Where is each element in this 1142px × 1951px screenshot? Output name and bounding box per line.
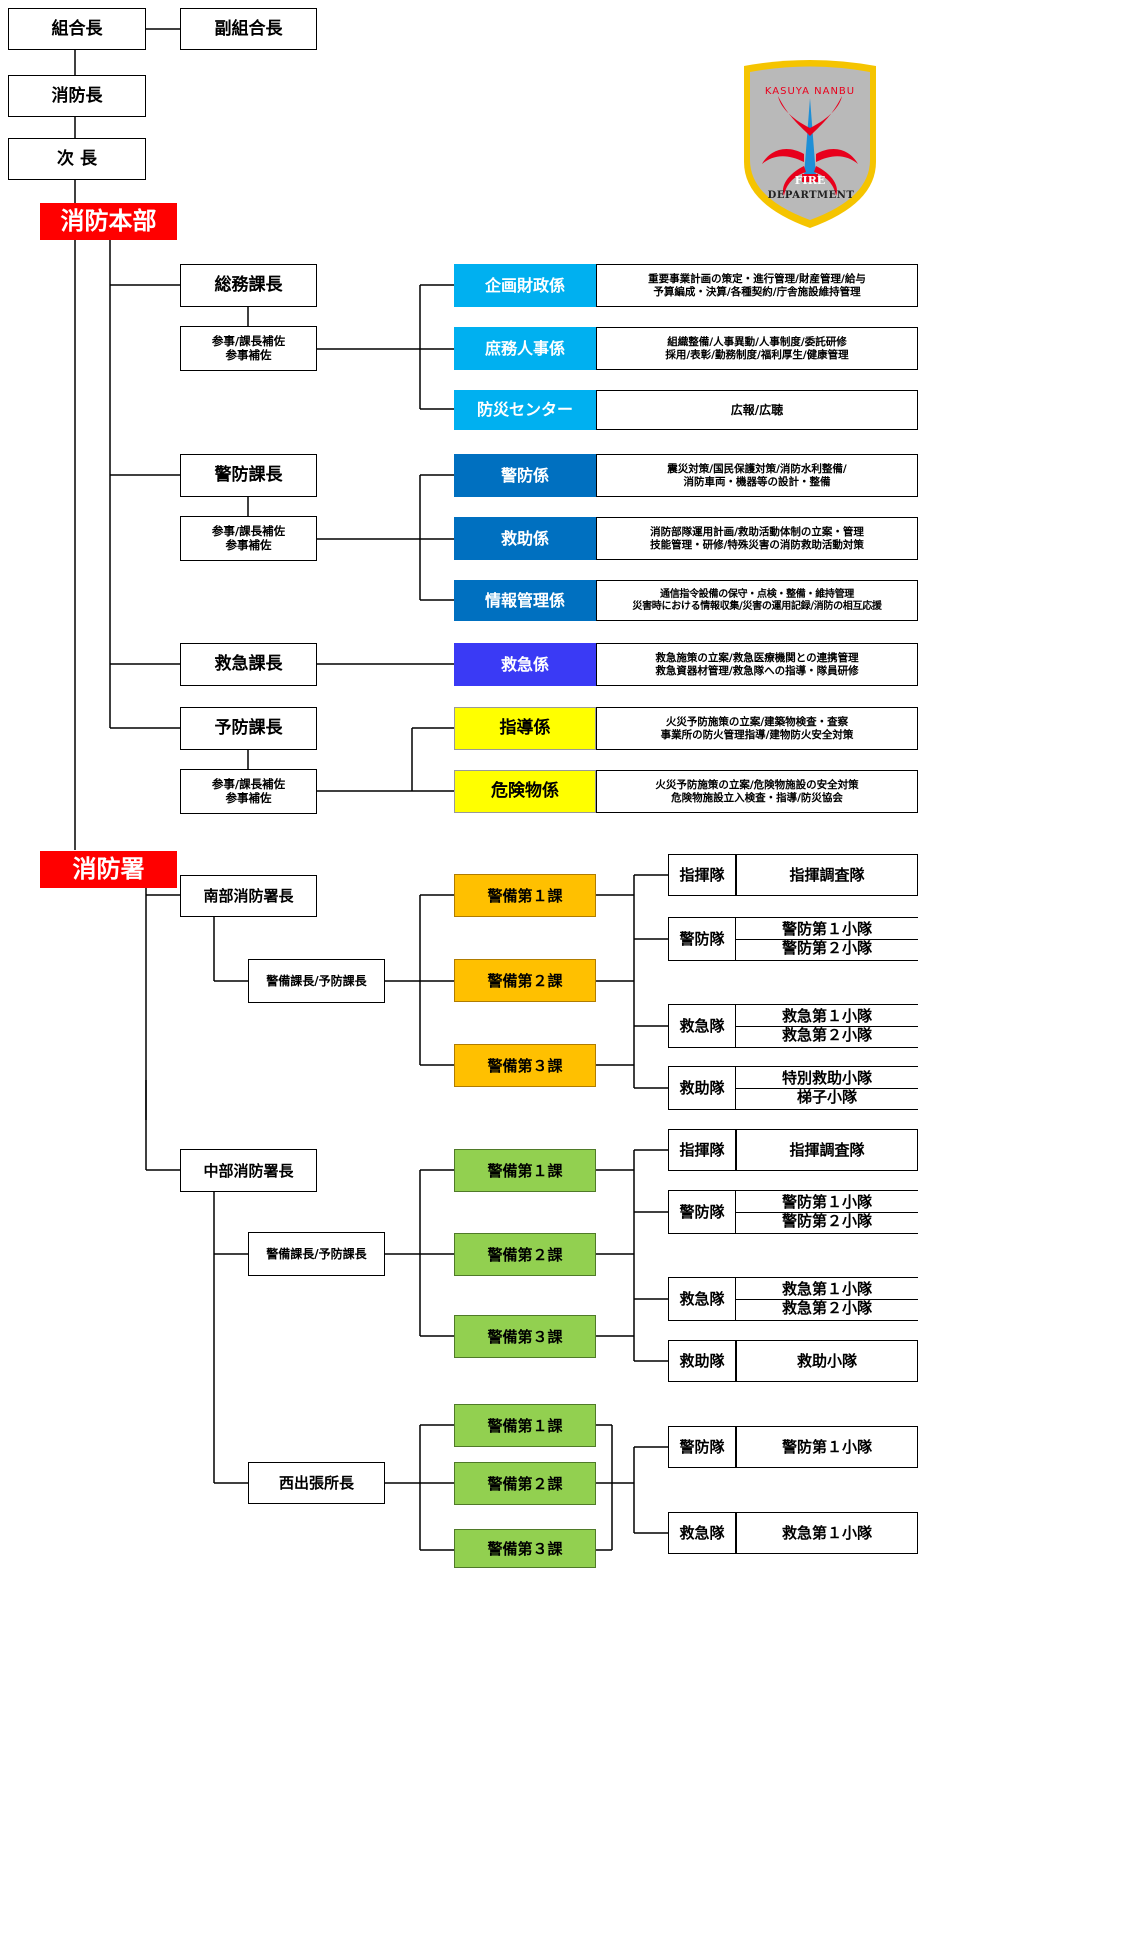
nishi-section-1: 警備第１課 bbox=[454, 1404, 596, 1447]
top-chain-links bbox=[74, 50, 76, 203]
chubu-kyukyu-units: 救急第１小隊 救急第２小隊 bbox=[736, 1277, 918, 1321]
chubu-unit-kyujo: 救助小隊 bbox=[736, 1340, 918, 1382]
shobo-honbu-header: 消防本部 bbox=[40, 203, 177, 240]
chubu-kyukyu-unit-2: 救急第２小隊 bbox=[781, 1298, 872, 1317]
nanbu-keibo-units: 警防第１小隊 警防第２小隊 bbox=[736, 917, 918, 961]
nanbu-keibo-unit-2: 警防第２小隊 bbox=[781, 938, 872, 957]
somu-assist-box: 参事/課長補佐 参事補佐 bbox=[180, 326, 317, 371]
yobo-assist-box: 参事/課長補佐 参事補佐 bbox=[180, 769, 317, 814]
nishi-section-3: 警備第３課 bbox=[454, 1529, 596, 1568]
somu-chief-box: 総務課長 bbox=[180, 264, 317, 307]
nanbu-kyujo-unit-1: 特別救助小隊 bbox=[736, 1070, 918, 1089]
connector-lines bbox=[74, 28, 668, 1551]
nanbu-kyukyu-unit-1: 救急第１小隊 bbox=[736, 1008, 918, 1027]
kumiaicho-box: 組合長 bbox=[8, 8, 146, 50]
chubu-squad-kyujo: 救助隊 bbox=[668, 1340, 736, 1382]
chubu-section-3: 警備第３課 bbox=[454, 1315, 596, 1358]
nishi-chief-box: 西出張所長 bbox=[248, 1462, 385, 1504]
shobocho-box: 消防長 bbox=[8, 75, 146, 117]
kyukyu-unit: 救急係 bbox=[454, 643, 596, 686]
chubu-keibo-units: 警防第１小隊 警防第２小隊 bbox=[736, 1190, 918, 1234]
nishi-section-2: 警備第２課 bbox=[454, 1462, 596, 1505]
kikenbutsu-unit: 危険物係 bbox=[454, 770, 596, 813]
joho-kanri-unit: 情報管理係 bbox=[454, 580, 596, 621]
jicho-box: 次 長 bbox=[8, 138, 146, 180]
shido-unit: 指導係 bbox=[454, 707, 596, 750]
shomu-jinji-unit: 庶務人事係 bbox=[454, 327, 596, 370]
kyukyu-chief-box: 救急課長 bbox=[180, 643, 317, 686]
nanbu-keibo-unit-1: 警防第１小隊 bbox=[736, 921, 918, 940]
kikaku-zaisei-unit: 企画財政係 bbox=[454, 264, 596, 307]
emblem-middle-text: FIRE bbox=[794, 174, 826, 187]
nishi-unit-keibo-1: 警防第１小隊 bbox=[736, 1426, 918, 1468]
nanbu-section-3: 警備第３課 bbox=[454, 1044, 596, 1087]
chubu-keibo-unit-1: 警防第１小隊 bbox=[736, 1194, 918, 1213]
chubu-chief-box: 中部消防署長 bbox=[180, 1149, 317, 1192]
chubu-squad-kyukyu: 救急隊 bbox=[668, 1277, 736, 1321]
chubu-keibo-unit-2: 警防第２小隊 bbox=[781, 1211, 872, 1230]
nishi-squad-kyukyu: 救急隊 bbox=[668, 1512, 736, 1554]
kikaku-zaisei-duties: 重要事業計画の策定・進行管理/財産管理/給与 予算編成・決算/各種契約/庁舎施設… bbox=[596, 264, 918, 307]
joho-kanri-duties: 通信指令設備の保守・点検・整備・維持管理 災害時における情報収集/災害の運用記録… bbox=[596, 580, 918, 621]
nanbu-chief-box: 南部消防署長 bbox=[180, 875, 317, 917]
keibo-chief-box: 警防課長 bbox=[180, 454, 317, 497]
bosai-center-duties: 広報/広聴 bbox=[596, 390, 918, 430]
chubu-deputy-box: 警備課長/予防課長 bbox=[248, 1232, 385, 1276]
nanbu-kyujo-units: 特別救助小隊 梯子小隊 bbox=[736, 1066, 918, 1110]
shobosho-header: 消防署 bbox=[40, 851, 177, 888]
nanbu-squad-kyukyu: 救急隊 bbox=[668, 1004, 736, 1048]
keibo-assist-box: 参事/課長補佐 参事補佐 bbox=[180, 516, 317, 561]
shomu-jinji-duties: 組織整備/人事異動/人事制度/委託研修 採用/表彰/勤務制度/福利厚生/健康管理 bbox=[596, 327, 918, 370]
bosai-center-unit: 防災センター bbox=[454, 390, 596, 430]
emblem-bottom-text: DEPARTMENT bbox=[767, 190, 855, 201]
nanbu-section-1: 警備第１課 bbox=[454, 874, 596, 917]
nanbu-kyujo-unit-2: 梯子小隊 bbox=[796, 1087, 857, 1106]
kyujo-duties: 消防部隊運用計画/救助活動体制の立案・管理 技能管理・研修/特殊災害の消防救助活… bbox=[596, 517, 918, 560]
kyujo-unit: 救助係 bbox=[454, 517, 596, 560]
fuku-kumiaicho-box: 副組合長 bbox=[180, 8, 317, 50]
nishi-squad-keibo: 警防隊 bbox=[668, 1426, 736, 1468]
chubu-squad-keibo: 警防隊 bbox=[668, 1190, 736, 1234]
chubu-unit-shiki-chosa: 指揮調査隊 bbox=[736, 1129, 918, 1171]
chubu-section-2: 警備第２課 bbox=[454, 1233, 596, 1276]
nanbu-unit-shiki-chosa: 指揮調査隊 bbox=[736, 854, 918, 896]
nanbu-section-2: 警備第２課 bbox=[454, 959, 596, 1002]
chubu-squad-shiki: 指揮隊 bbox=[668, 1129, 736, 1171]
nanbu-squad-kyujo: 救助隊 bbox=[668, 1066, 736, 1110]
fire-department-emblem bbox=[744, 60, 876, 228]
keibo-unit: 警防係 bbox=[454, 454, 596, 497]
nishi-unit-kyukyu-1: 救急第１小隊 bbox=[736, 1512, 918, 1554]
chubu-kyukyu-unit-1: 救急第１小隊 bbox=[736, 1281, 918, 1300]
nanbu-squad-keibo: 警防隊 bbox=[668, 917, 736, 961]
nanbu-deputy-box: 警備課長/予防課長 bbox=[248, 959, 385, 1003]
yobo-chief-box: 予防課長 bbox=[180, 707, 317, 750]
emblem-top-text: KASUYA NANBU bbox=[764, 86, 856, 97]
kyukyu-duties: 救急施策の立案/救急医療機関との連携管理 救急資器材管理/救急隊への指導・隊員研… bbox=[596, 643, 918, 686]
nanbu-kyukyu-unit-2: 救急第２小隊 bbox=[781, 1025, 872, 1044]
keibo-duties: 震災対策/国民保護対策/消防水利整備/ 消防車両・機器等の設計・整備 bbox=[596, 454, 918, 497]
shido-duties: 火災予防施策の立案/建築物検査・査察 事業所の防火管理指導/建物防火安全対策 bbox=[596, 707, 918, 750]
nanbu-kyukyu-units: 救急第１小隊 救急第２小隊 bbox=[736, 1004, 918, 1048]
nanbu-squad-shiki: 指揮隊 bbox=[668, 854, 736, 896]
chubu-section-1: 警備第１課 bbox=[454, 1149, 596, 1192]
kikenbutsu-duties: 火災予防施策の立案/危険物施設の安全対策 危険物施設立入検査・指導/防災協会 bbox=[596, 770, 918, 813]
